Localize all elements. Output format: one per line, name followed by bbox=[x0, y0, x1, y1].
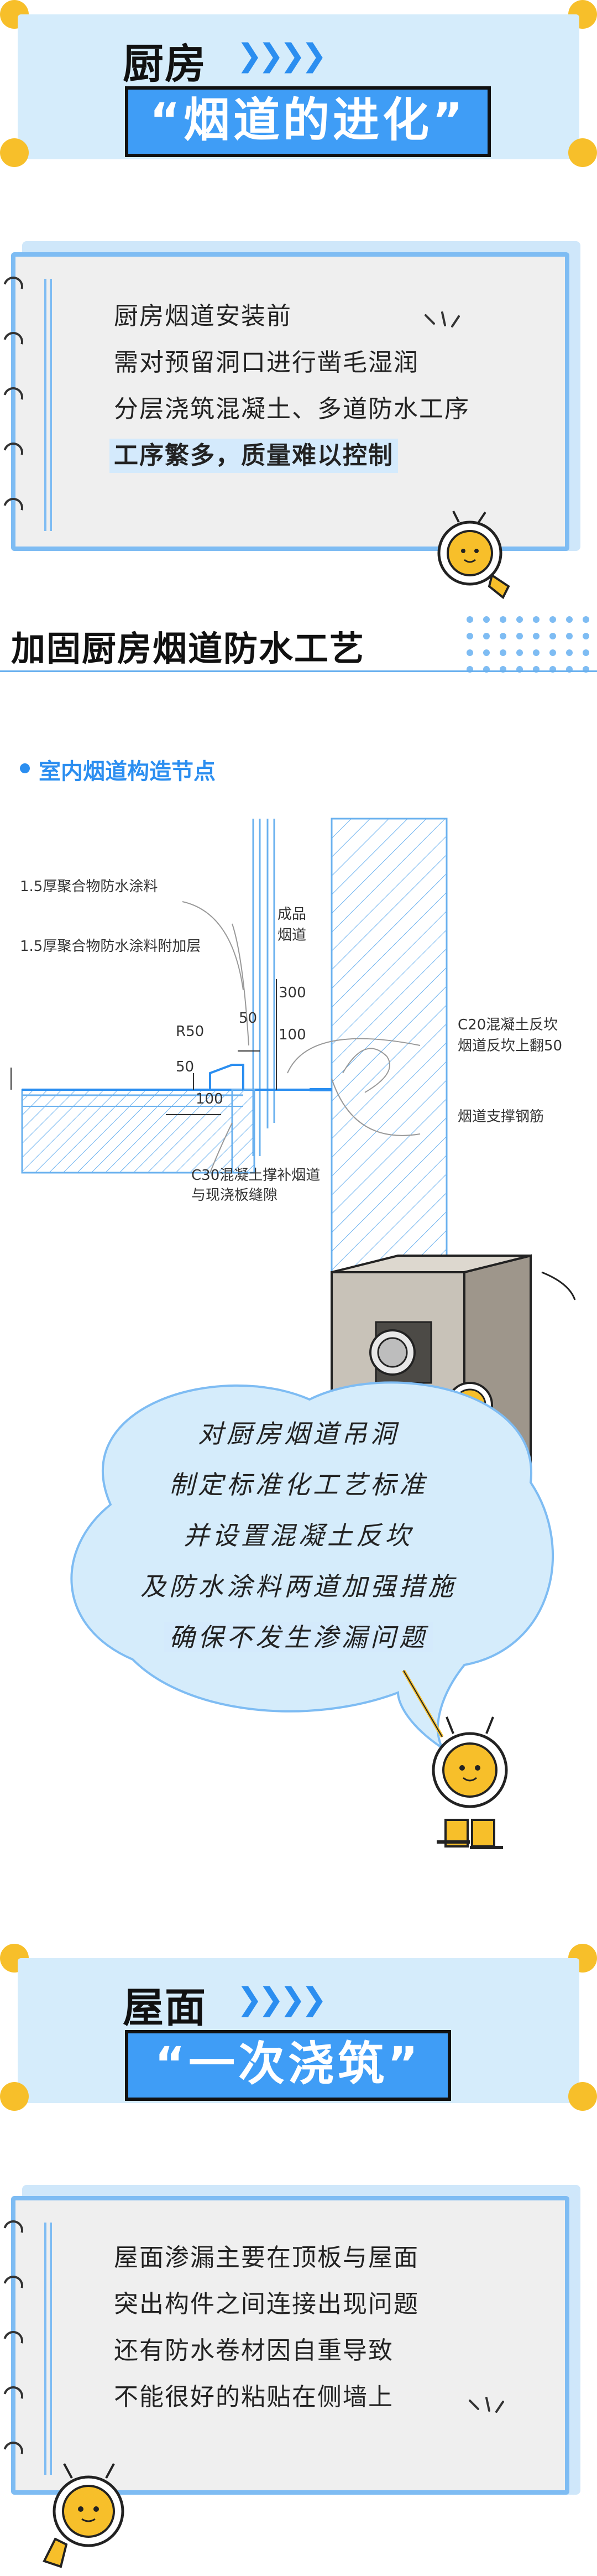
notebook-card bbox=[11, 252, 569, 551]
diagram-label: 1.5厚聚合物防水涂料 bbox=[20, 878, 158, 895]
bullet-dot-icon bbox=[20, 763, 30, 773]
section-tag: “烟道的进化” bbox=[125, 86, 491, 157]
diagram-label: 烟道反坎上翻50 bbox=[458, 1038, 563, 1054]
sparkle-icon bbox=[425, 311, 460, 327]
margin-line bbox=[50, 2223, 52, 2475]
diagram-label: R50 bbox=[176, 1023, 205, 1040]
section-tag: “一次浇筑” bbox=[125, 2030, 451, 2101]
card-line: 还有防水卷材因自重导致 bbox=[114, 2336, 394, 2365]
card-line: 分层浇筑混凝土、多道防水工序 bbox=[114, 395, 470, 423]
speech-bubble bbox=[70, 1381, 554, 1751]
diagram-label: 烟道支撑钢筋 bbox=[458, 1109, 544, 1125]
mascot-lightbulb-icon bbox=[437, 511, 510, 600]
corner-dot bbox=[568, 2082, 597, 2111]
sparkle-icon bbox=[469, 2397, 504, 2413]
dimension-label: 300 bbox=[279, 985, 306, 1001]
section-title-roof: 屋面 bbox=[123, 1984, 207, 2032]
corner-dot bbox=[0, 138, 29, 167]
section-divider bbox=[0, 670, 597, 672]
subheading: 室内烟道构造节点 bbox=[39, 759, 216, 784]
card-text: 厨房烟道安装前 需对预留洞口进行凿毛湿润 分层浇筑混凝土、多道防水工序 工序繁多… bbox=[109, 293, 470, 479]
section-title-waterproof: 加固厨房烟道防水工艺 bbox=[11, 628, 365, 669]
corner-dot bbox=[568, 138, 597, 167]
bubble-line: 对厨房烟道吊洞 bbox=[198, 1419, 399, 1449]
card-line: 突出构件之间连接出现问题 bbox=[114, 2290, 419, 2318]
diagram-label: 烟道 bbox=[277, 927, 307, 944]
bubble-line: 并设置混凝土反坎 bbox=[184, 1521, 413, 1550]
flue-node-diagram bbox=[11, 818, 448, 1284]
margin-line bbox=[44, 2223, 46, 2475]
card-line: 不能很好的粘贴在侧墙上 bbox=[114, 2383, 394, 2411]
diagram-label: C20混凝土反坎 bbox=[458, 1017, 558, 1033]
dot-grid-icon bbox=[467, 616, 589, 673]
card-highlight: 工序繁多，质量难以控制 bbox=[109, 439, 398, 473]
bubble-text: 对厨房烟道吊洞 制定标准化工艺标准 并设置混凝土反坎 及防水涂料两道加强措施 确… bbox=[0, 1408, 597, 1663]
diagram-label: C30混凝土撑补烟道 bbox=[191, 1167, 321, 1184]
card-line: 需对预留洞口进行凿毛湿润 bbox=[114, 348, 419, 377]
margin-line bbox=[44, 279, 46, 531]
dimension-label: 50 bbox=[239, 1010, 258, 1027]
card-line: 厨房烟道安装前 bbox=[114, 302, 292, 330]
mascot-lightbulb-icon bbox=[43, 2463, 124, 2568]
diagram-label: 与现浇板缝隙 bbox=[191, 1187, 278, 1204]
dimension-label: 50 bbox=[176, 1059, 195, 1075]
dimension-label: 100 bbox=[279, 1027, 306, 1043]
notebook-card bbox=[11, 2196, 569, 2495]
diagram-label: 1.5厚聚合物防水涂料附加层 bbox=[20, 938, 201, 955]
diagram-label: 成品 bbox=[277, 906, 307, 923]
bubble-highlight: 确保不发生渗漏问题 bbox=[164, 1622, 433, 1652]
dimension-label: 100 bbox=[196, 1091, 223, 1107]
card-text: 屋面渗漏主要在顶板与屋面 突出构件之间连接出现问题 还有防水卷材因自重导致 不能… bbox=[114, 2235, 419, 2421]
margin-line bbox=[50, 279, 52, 531]
chevron-right-icon: ❯❯❯❯ bbox=[237, 38, 327, 74]
bubble-line: 制定标准化工艺标准 bbox=[169, 1470, 428, 1500]
bubble-line: 及防水涂料两道加强措施 bbox=[140, 1571, 457, 1601]
mascot-lightbulb-icon bbox=[402, 1669, 508, 1849]
card-line: 屋面渗漏主要在顶板与屋面 bbox=[114, 2244, 419, 2272]
section-title-kitchen: 厨房 bbox=[123, 40, 207, 88]
chevron-right-icon: ❯❯❯❯ bbox=[237, 1981, 327, 2017]
corner-dot bbox=[0, 2082, 29, 2111]
